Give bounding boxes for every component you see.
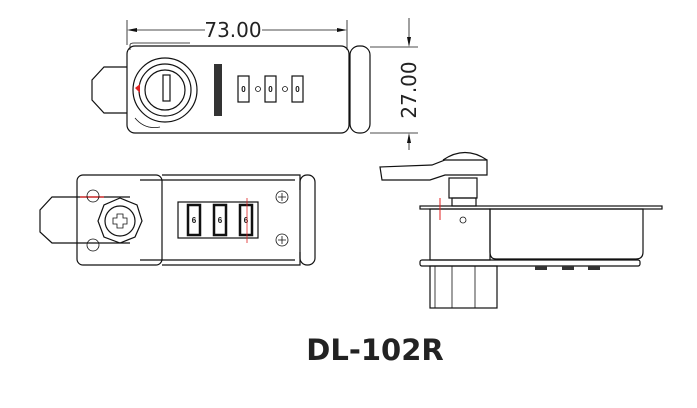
left-latch (91, 66, 127, 114)
screw-icon (275, 233, 289, 247)
body-edge (129, 42, 190, 50)
arrow-left-icon (127, 28, 137, 32)
digit-value: 0 (268, 85, 273, 94)
back-right-tab (299, 174, 316, 266)
screw-icons (86, 189, 289, 252)
back-digit-wheels: 6 6 6 (186, 198, 254, 243)
digit-wheel[interactable] (212, 203, 228, 237)
rotation-arrow-icon (134, 117, 161, 128)
wheel-tab (562, 266, 574, 270)
screw-cross (278, 193, 286, 244)
shaft-collar (451, 197, 477, 207)
digit-wheel[interactable] (291, 75, 304, 103)
arrow-down-icon (407, 37, 411, 47)
indicator-mark-icon (135, 84, 140, 93)
right-tab (349, 45, 371, 134)
key-lever (379, 159, 488, 181)
digit-window (177, 201, 259, 239)
dial-outer (132, 57, 198, 123)
cam-shaft (448, 177, 478, 199)
digit-value: 6 (218, 216, 223, 225)
phillips-screw-icon (112, 213, 128, 229)
screw-icon (86, 189, 100, 203)
block-ribs (434, 266, 476, 308)
digit-value: 6 (192, 216, 197, 225)
back-body-left (76, 174, 163, 266)
screw-head (104, 205, 136, 237)
arrow-right-icon (337, 28, 347, 32)
top-digit-wheels: 0 0 0 (237, 75, 304, 103)
lock-body (126, 45, 350, 134)
digit-wheel[interactable] (237, 75, 250, 103)
screw-icon (275, 190, 289, 204)
keyhole-icon (162, 74, 171, 102)
side-view (379, 151, 663, 309)
dome-screw-icon (442, 151, 488, 161)
digit-value: 0 (241, 85, 246, 94)
digit-wheel[interactable] (264, 75, 277, 103)
back-body-rails (140, 174, 301, 266)
screw-icon (86, 238, 100, 252)
key-cylinder (144, 69, 186, 111)
wheel-tab (588, 266, 600, 270)
housing-right (489, 208, 644, 260)
separator-dot (282, 86, 288, 92)
dial-ring (138, 63, 192, 117)
base-plate (419, 259, 641, 267)
digit-wheel[interactable] (186, 203, 202, 237)
dimension-width-label: 73.00 (204, 18, 261, 42)
arrow-up-icon (407, 133, 411, 143)
model-title: DL-102R (306, 333, 444, 367)
back-view: 6 6 6 (39, 174, 316, 266)
digit-wheel[interactable] (238, 203, 254, 237)
back-latch (39, 196, 130, 244)
hole (459, 216, 467, 224)
digit-value: 6 (244, 216, 249, 225)
hex-nut-icon (97, 197, 143, 244)
dimension-height-label: 27.00 (397, 61, 421, 118)
brand-label-strip (214, 64, 222, 116)
digit-value: 0 (295, 85, 300, 94)
bottom-block (429, 265, 498, 309)
wheel-tab (535, 266, 547, 270)
front-view: 73.00 27.00 0 0 0 (91, 18, 421, 150)
separator-dot (255, 86, 261, 92)
housing-left (429, 208, 491, 261)
